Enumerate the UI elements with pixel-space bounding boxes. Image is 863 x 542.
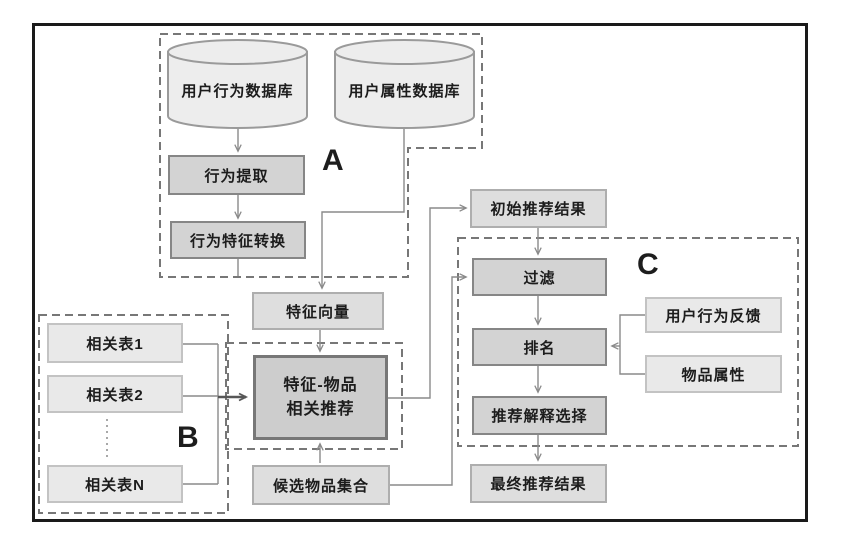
group-c-outline xyxy=(457,237,799,447)
node-explain-select: 推荐解释选择 xyxy=(472,396,607,435)
node-related-table-1: 相关表1 xyxy=(47,323,183,363)
node-behavior-extract: 行为提取 xyxy=(168,155,305,195)
group-b-outline xyxy=(38,314,229,514)
feature-item-line1: 特征-物品 xyxy=(283,376,358,394)
group-a-label: A xyxy=(322,144,344,177)
feature-item-line2: 相关推荐 xyxy=(286,400,355,418)
user-attr-db-label: 用户属性数据库 xyxy=(348,82,461,100)
node-filter: 过滤 xyxy=(472,258,607,296)
group-a-outline xyxy=(159,33,483,278)
node-item-attrs: 物品属性 xyxy=(645,355,782,393)
node-related-table-n: 相关表N xyxy=(47,465,183,503)
group-b-label: B xyxy=(177,421,199,454)
node-candidate-items: 候选物品集合 xyxy=(252,465,390,505)
node-related-table-2: 相关表2 xyxy=(47,375,183,413)
node-feature-item-recommend: 特征-物品 相关推荐 xyxy=(253,355,388,440)
group-c-label: C xyxy=(637,248,659,281)
connector-arrows xyxy=(183,128,645,486)
user-attr-db-cylinder xyxy=(334,39,475,129)
node-feature-vector: 特征向量 xyxy=(252,292,384,330)
node-behavior-feature-convert: 行为特征转换 xyxy=(170,221,306,259)
node-final-result: 最终推荐结果 xyxy=(470,464,607,503)
node-initial-result: 初始推荐结果 xyxy=(470,189,607,228)
user-behavior-db-cylinder xyxy=(167,39,308,129)
node-rank: 排名 xyxy=(472,328,607,366)
user-behavior-db-label: 用户行为数据库 xyxy=(181,82,294,100)
node-behavior-feedback: 用户行为反馈 xyxy=(645,297,782,333)
